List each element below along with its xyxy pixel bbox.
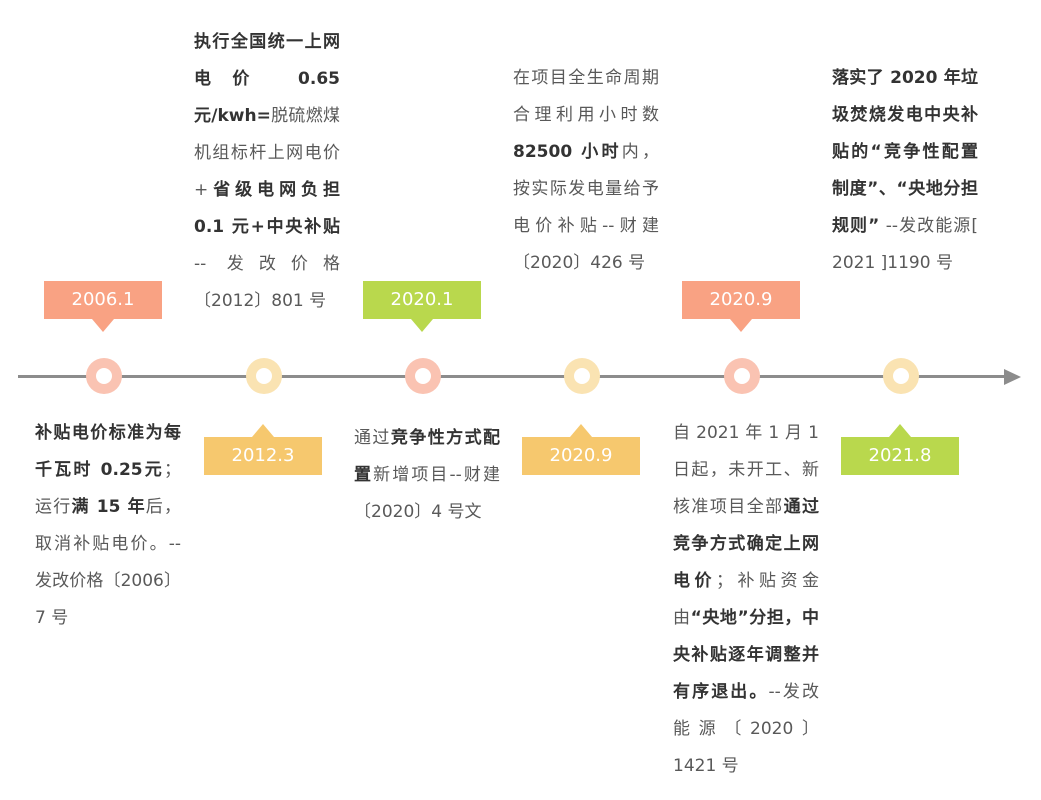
date-tag: 2006.1 — [44, 281, 162, 332]
event-description: 执行全国统一上网电价 0.65 元/kwh=脱硫燃煤机组标杆上网电价+省级电网负… — [194, 24, 340, 320]
event-description: 通过竞争性方式配置新增项目--财建〔2020〕4 号文 — [354, 420, 500, 531]
body-text: --发改能源〔2020〕1421 号 — [673, 682, 819, 776]
emphasis-text: 满 15 年 — [71, 497, 146, 517]
event-description: 补贴电价标准为每千瓦时 0.25元；运行满 15 年后，取消补贴电价。--发改价… — [35, 415, 181, 637]
event-description: 在项目全生命周期合理利用小时数 82500 小时内，按实际发电量给予电价补贴--财… — [513, 60, 659, 282]
body-text: 脱硫燃煤机组标杆上网电价+ — [194, 106, 340, 200]
date-tag: 2021.8 — [841, 424, 959, 475]
body-text: 内，按实际发电量给予电价补贴--财建〔2020〕426 号 — [513, 142, 659, 273]
timeline-arrow-icon — [1004, 369, 1021, 385]
timeline-axis — [18, 375, 1008, 378]
timeline-node — [246, 358, 282, 394]
body-text: 通过 — [354, 428, 391, 448]
emphasis-text: 通过竞争方式确定上网电价 — [673, 497, 820, 591]
emphasis-text: 执行全国统一上网电价 0.65 元/kwh= — [194, 32, 340, 126]
body-text: 新增项目--财建〔2020〕4 号文 — [354, 465, 500, 522]
timeline-node — [724, 358, 760, 394]
emphasis-text: “央地”分担，中央补贴逐年调整并有序退出。 — [673, 608, 819, 702]
body-text: 在项目全生命周期合理利用小时数 — [513, 68, 659, 125]
timeline-node — [86, 358, 122, 394]
event-description: 自 2021 年 1 月 1 日起，未开工、新核准项目全部通过竞争方式确定上网电… — [673, 415, 819, 785]
timeline-node — [405, 358, 441, 394]
body-text: -- 发改价格〔2012〕801 号 — [194, 254, 340, 311]
body-text: 自 2021 年 1 月 1 日起，未开工、新核准项目全部 — [673, 423, 819, 517]
emphasis-text: 落实了 2020 年垃圾焚烧发电中央补贴的“竞争性配置制度”、“央地分担规则” — [832, 68, 978, 236]
emphasis-text: 竞争性方式配置 — [354, 428, 501, 485]
emphasis-text: 82500 小时 — [513, 142, 622, 162]
timeline-node — [564, 358, 600, 394]
timeline-node — [883, 358, 919, 394]
body-text: --发改能源[ 2021 ]1190 号 — [832, 216, 978, 273]
body-text: ；补贴资金由 — [673, 571, 819, 628]
date-tag: 2020.1 — [363, 281, 481, 332]
body-text: ；运行 — [35, 460, 181, 517]
date-tag: 2020.9 — [522, 424, 640, 475]
body-text: 后，取消补贴电价。--发改价格〔2006〕7 号 — [35, 497, 182, 628]
date-tag: 2020.9 — [682, 281, 800, 332]
date-tag: 2012.3 — [204, 424, 322, 475]
emphasis-text: 省级电网负担 0.1 元+中央补贴 — [194, 180, 340, 237]
event-description: 落实了 2020 年垃圾焚烧发电中央补贴的“竞争性配置制度”、“央地分担规则” … — [832, 60, 978, 282]
emphasis-text: 补贴电价标准为每千瓦时 0.25元 — [35, 423, 181, 480]
